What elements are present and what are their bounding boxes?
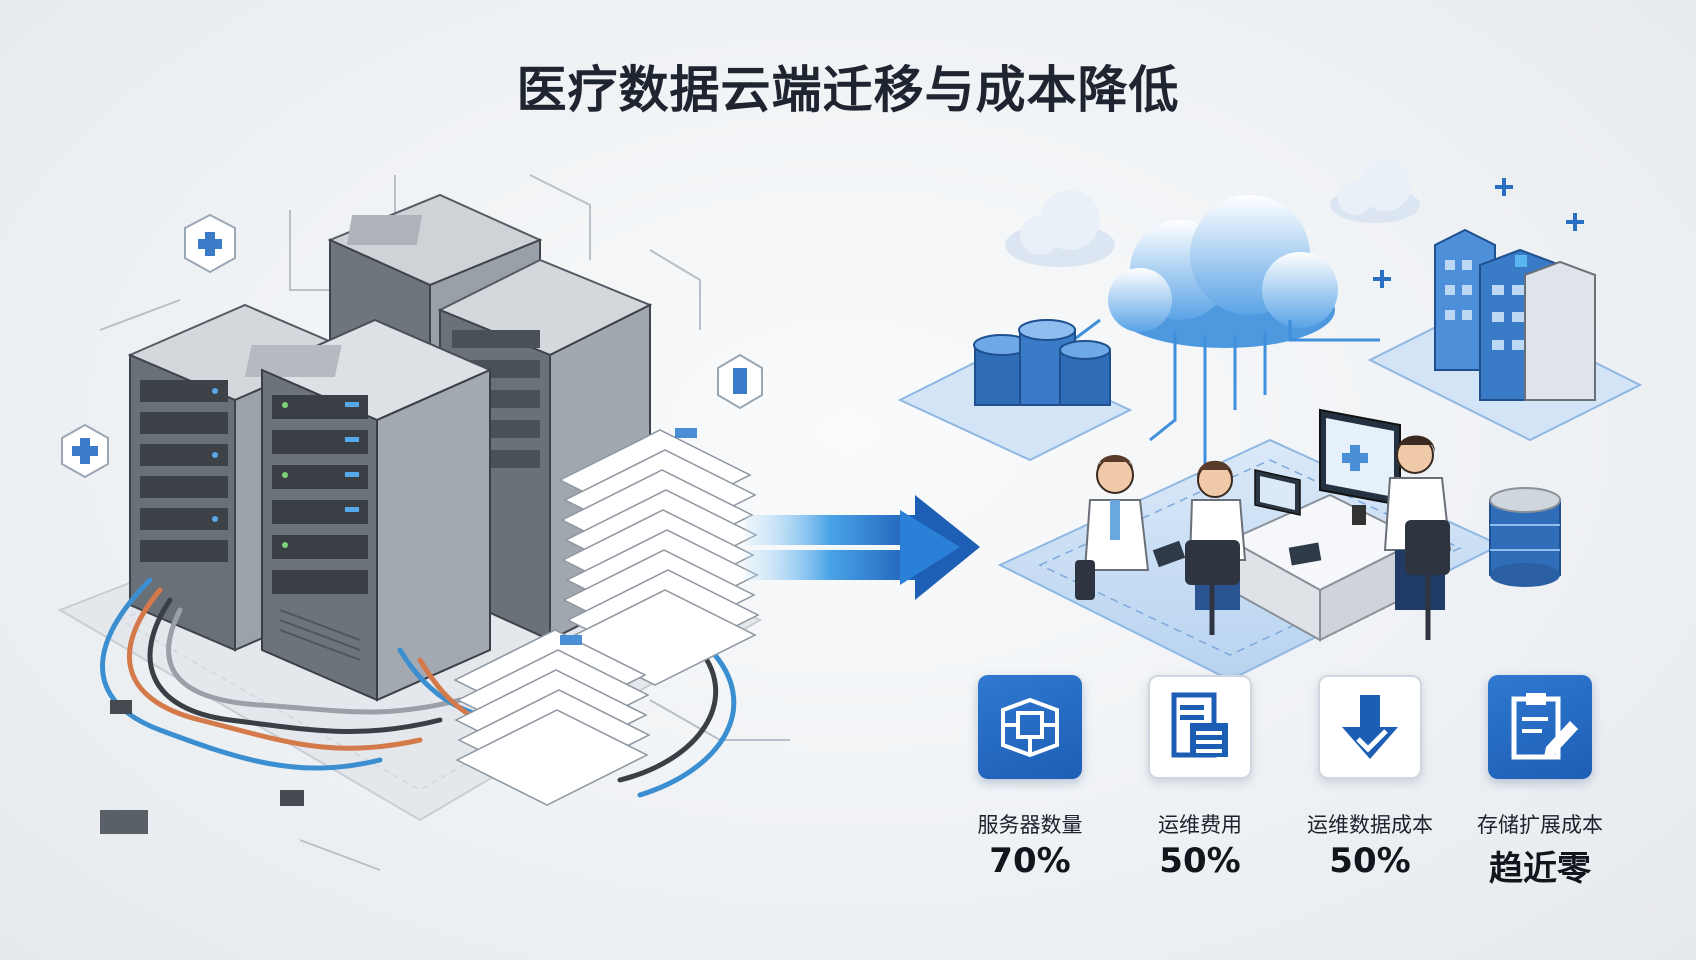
metric-label: 存储扩展成本 [1477, 813, 1603, 837]
main-cloud-icon [1108, 195, 1338, 348]
laptop-icon [1254, 469, 1301, 516]
metric-storage-cost: 存储扩展成本 趋近零 [1455, 675, 1625, 890]
paper-stack-short [453, 629, 651, 806]
migration-arrow-icon [745, 495, 980, 600]
doctor-left-avatar [1083, 455, 1150, 571]
cable-connectors [100, 700, 304, 834]
medical-file-icon [717, 353, 763, 410]
metric-value: 50% [1329, 841, 1411, 881]
page-title: 医疗数据云端迁移与成本降低 [516, 61, 1180, 119]
small-cloud-right-icon [1330, 159, 1420, 223]
hospital-building-icon [1434, 228, 1596, 401]
clipboard-pen-icon [1488, 675, 1592, 779]
metric-label: 运维费用 [1158, 813, 1242, 837]
metric-server-count: 服务器数量 70% [945, 675, 1115, 881]
database-stack-icon [973, 319, 1111, 406]
office-chairs [1075, 520, 1450, 640]
server-rack-front [244, 318, 493, 702]
plus-sparkle-icons [1373, 178, 1584, 288]
metric-value: 70% [989, 841, 1071, 881]
metric-value: 50% [1159, 841, 1241, 881]
database-cylinder-icon [1489, 487, 1561, 587]
medical-shield-icon [184, 213, 236, 274]
desktop-monitor-icon [1319, 408, 1401, 525]
paper-stack-tall [558, 428, 760, 686]
cost-metrics: 服务器数量 70% 运维费用 50% 运维数据成本 50 [945, 675, 1625, 889]
metric-value: 趋近零 [1489, 849, 1591, 889]
report-document-icon [1148, 675, 1252, 779]
metric-label: 服务器数量 [977, 813, 1083, 837]
metric-ops-cost: 运维费用 50% [1115, 675, 1285, 881]
medical-cross-icon [61, 423, 109, 479]
metric-data-cost: 运维数据成本 50% [1285, 675, 1455, 881]
tablet-icon [1152, 540, 1322, 568]
down-arrow-check-icon [1318, 675, 1422, 779]
small-cloud-left-icon [1005, 190, 1115, 267]
metric-label: 运维数据成本 [1307, 813, 1433, 837]
server-node-icon [978, 675, 1082, 779]
